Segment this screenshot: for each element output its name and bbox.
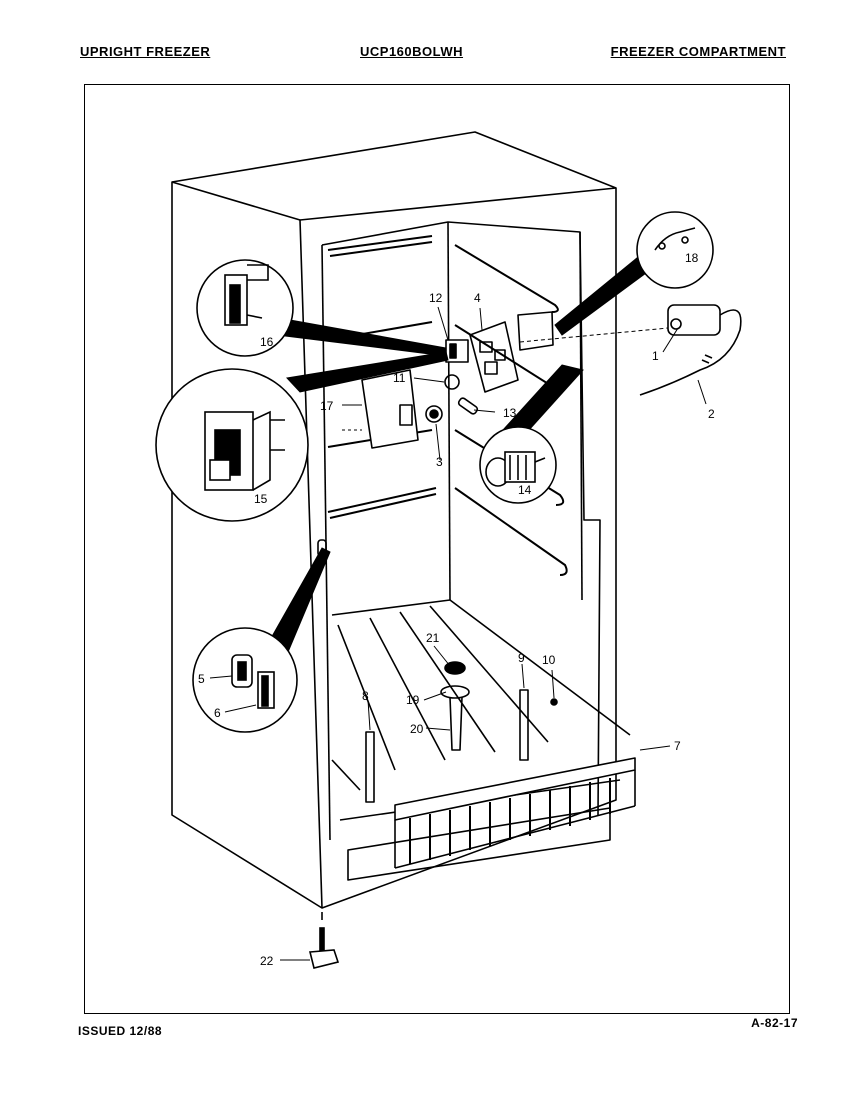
callout-1: 1 bbox=[652, 349, 659, 363]
detail-circle-18 bbox=[636, 211, 714, 289]
callout-3: 3 bbox=[436, 455, 443, 469]
callout-10: 10 bbox=[542, 653, 556, 667]
light-socket bbox=[425, 405, 443, 423]
callout-16: 16 bbox=[260, 335, 274, 349]
thermostat-knob-icon bbox=[485, 451, 546, 487]
callout-22: 22 bbox=[260, 954, 274, 968]
callout-4: 4 bbox=[474, 291, 481, 305]
light-cover bbox=[361, 369, 419, 449]
door-basket bbox=[394, 757, 636, 869]
callout-15: 15 bbox=[254, 492, 268, 506]
callout-7: 7 bbox=[674, 739, 681, 753]
leveling-leg bbox=[308, 912, 340, 969]
callout-11: 11 bbox=[393, 371, 406, 385]
thermostat-assembly bbox=[639, 304, 742, 396]
hinge-cap-icon bbox=[257, 671, 275, 709]
rocker-switch-icon bbox=[204, 411, 254, 491]
callout-5: 5 bbox=[198, 672, 205, 686]
callout-20: 20 bbox=[410, 722, 424, 736]
callout-8: 8 bbox=[362, 689, 369, 703]
control-housing bbox=[469, 311, 554, 393]
callout-2: 2 bbox=[708, 407, 715, 421]
diagram-frame bbox=[84, 84, 790, 1014]
callout-19: 19 bbox=[406, 693, 420, 707]
footer-issued-date: ISSUED 12/88 bbox=[78, 1024, 163, 1038]
header-model-number: UCP160BOLWH bbox=[360, 44, 464, 59]
footer-page-code: A-82-17 bbox=[751, 1016, 798, 1030]
callout-14: 14 bbox=[518, 483, 532, 497]
callout-labels: 1 2 3 4 5 6 7 8 9 10 11 12 13 14 15 16 1… bbox=[198, 251, 715, 968]
wire-clip-icon bbox=[654, 227, 696, 251]
knob-11 bbox=[444, 374, 460, 390]
support-post-left bbox=[365, 731, 375, 803]
callout-6: 6 bbox=[214, 706, 221, 720]
drain-assembly bbox=[440, 661, 470, 751]
support-post-right bbox=[519, 689, 529, 761]
callout-18: 18 bbox=[685, 251, 699, 265]
hinge-bushing-icon bbox=[231, 654, 253, 688]
header-section-title: FREEZER COMPARTMENT bbox=[610, 44, 786, 59]
switch-16-icon bbox=[224, 274, 248, 326]
callout-17: 17 bbox=[320, 399, 334, 413]
callout-12: 12 bbox=[429, 291, 443, 305]
header-product-type: UPRIGHT FREEZER bbox=[80, 44, 211, 59]
callout-13: 13 bbox=[503, 406, 517, 420]
callout-9: 9 bbox=[518, 651, 525, 665]
detail-circle-16 bbox=[196, 259, 294, 357]
callout-21: 21 bbox=[426, 631, 440, 645]
